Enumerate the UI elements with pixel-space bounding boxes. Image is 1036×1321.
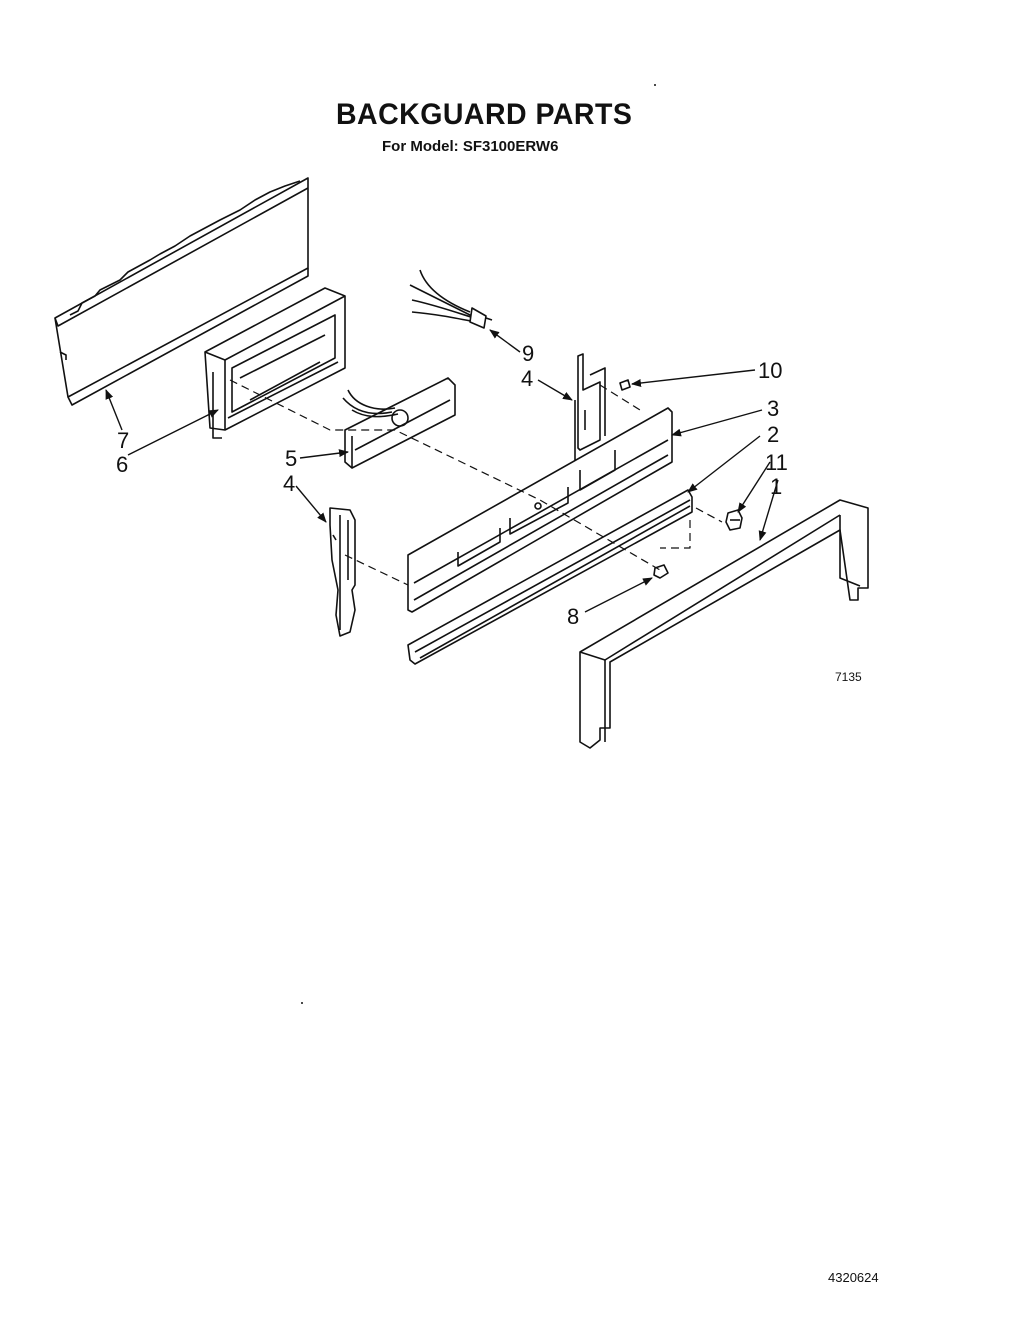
page-title: BACKGUARD PARTS — [336, 98, 633, 131]
callout-7: 7 — [117, 428, 130, 453]
model-subtitle: For Model: SF3100ERW6 — [382, 138, 559, 155]
part-6-housing — [204, 287, 346, 439]
callout-8: 8 — [567, 604, 580, 629]
alignment-lines — [229, 379, 723, 586]
callout-1: 1 — [770, 474, 783, 499]
part-8-plug — [653, 564, 669, 579]
part-3-control-panel — [407, 407, 673, 613]
part-1-end-cap — [579, 499, 869, 749]
part-4-side-bracket-left — [329, 507, 356, 637]
callout-2: 2 — [767, 422, 780, 447]
part-9-wire-harness — [409, 269, 493, 329]
callout-5: 5 — [285, 446, 298, 471]
callout-3: 3 — [767, 396, 780, 421]
part-11-knob — [725, 509, 743, 531]
callout-4-lower: 4 — [283, 471, 296, 496]
callout-4-upper: 4 — [521, 366, 534, 391]
callout-6: 6 — [116, 452, 129, 477]
callout-9: 9 — [522, 341, 535, 366]
callout-arrows — [105, 329, 779, 613]
part-10-clip — [619, 379, 631, 391]
figure-code: 7135 — [835, 670, 862, 684]
callout-10: 10 — [758, 358, 783, 383]
part-7-rear-panel — [54, 177, 309, 406]
callout-11: 11 — [765, 450, 788, 475]
document-number: 4320624 — [828, 1270, 879, 1285]
part-5-switch-bracket — [342, 377, 456, 469]
part-4-side-bracket-right — [574, 353, 606, 461]
